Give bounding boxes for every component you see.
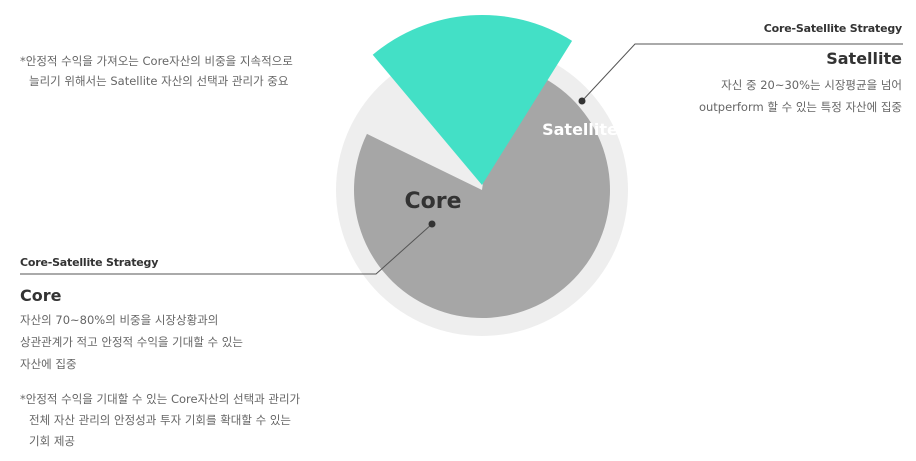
core-note-line1: *안정적 수익을 기대할 수 있는 Core자산의 선택과 관리가 [20,392,301,406]
core-strategy-label: Core-Satellite Strategy [20,256,159,269]
pie-slice-satellite [372,14,573,186]
core-desc-line2: 상관관계가 적고 안정적 수익을 기대할 수 있는 [20,335,243,349]
satellite-heading: Satellite [826,49,902,68]
core-description: Core-Satellite Strategy Core 자산의 70~80%의… [20,256,360,452]
satellite-strategy-label: Core-Satellite Strategy [763,22,902,35]
core-note: *안정적 수익을 기대할 수 있는 Core자산의 선택과 관리가 전체 자산 … [20,389,360,452]
top-note-line2: 늘리기 위해서는 Satellite 자산의 선택과 관리가 중요 [29,74,289,88]
pie-label-satellite: Satellite [542,120,618,139]
core-leader-line [20,223,433,275]
core-heading: Core [20,286,62,305]
top-note-line1: *안정적 수익을 가져오는 Core자산의 비중을 지속적으로 [20,54,293,68]
top-note: *안정적 수익을 가져오는 Core자산의 비중을 지속적으로 늘리기 위해서는… [20,51,350,91]
core-note-line2: 전체 자산 관리의 안정성과 투자 기회를 확대할 수 있는 [29,413,292,427]
core-desc: 자산의 70~80%의 비중을 시장상황과의 상관관계가 적고 안정적 수익을 … [20,309,360,375]
satellite-desc-line2: outperform 할 수 있는 특정 자산에 집중 [698,100,902,114]
core-leader-dot [428,220,436,228]
pie-label-core: Core [404,189,461,214]
satellite-desc-line1: 자신 중 20~30%는 시장평균을 넘어 [721,78,902,92]
satellite-leader-line [581,43,903,102]
satellite-leader-dot [578,97,586,105]
core-desc-line1: 자산의 70~80%의 비중을 시장상황과의 [20,313,219,327]
core-note-line3: 기회 제공 [29,434,75,448]
pie-slice-core [354,63,611,318]
satellite-description: Core-Satellite Strategy Satellite 자신 중 2… [602,22,902,118]
satellite-desc: 자신 중 20~30%는 시장평균을 넘어 outperform 할 수 있는 … [602,74,902,118]
core-desc-line3: 자산에 집중 [20,357,77,371]
